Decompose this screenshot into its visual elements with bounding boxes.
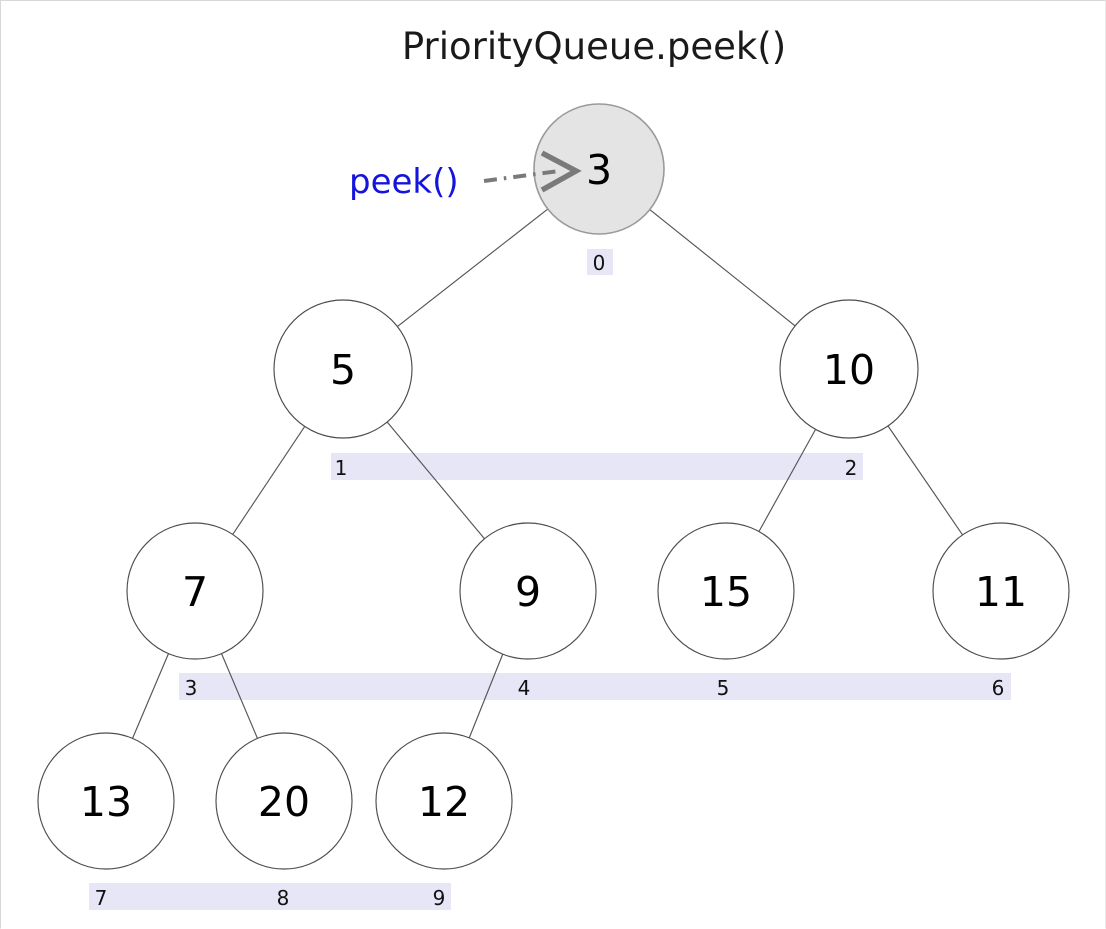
index-label: 4 — [518, 676, 531, 700]
tree-edge — [468, 653, 504, 739]
tree-edge — [232, 426, 306, 535]
tree-edge — [887, 425, 964, 536]
index-band-group — [89, 249, 1011, 910]
tree-node[interactable]: 12 — [375, 732, 513, 870]
tree-node[interactable]: 5 — [273, 299, 413, 439]
node-circle[interactable] — [779, 299, 919, 439]
tree-node[interactable]: 10 — [779, 299, 919, 439]
tree-edge — [649, 209, 796, 327]
index-label: 7 — [95, 886, 108, 910]
tree-node[interactable]: 20 — [215, 732, 353, 870]
node-circle[interactable] — [459, 522, 597, 660]
tree-edge — [386, 421, 485, 540]
node-circle[interactable] — [215, 732, 353, 870]
tree-node[interactable]: 7 — [126, 522, 264, 660]
index-band — [179, 673, 1011, 700]
node-value-label: 9 — [515, 568, 541, 616]
node-circle[interactable] — [375, 732, 513, 870]
node-circle[interactable] — [932, 522, 1070, 660]
index-band — [587, 249, 613, 275]
peek-callout[interactable]: peek() — [349, 150, 582, 202]
node-value-label: 7 — [182, 568, 208, 616]
page-title: PriorityQueue.peek() — [402, 25, 786, 68]
node-value-label: 10 — [823, 346, 875, 394]
tree-edge — [758, 429, 817, 532]
tree-node[interactable]: 9 — [459, 522, 597, 660]
peek-callout-label: peek() — [349, 162, 459, 202]
node-value-label: 13 — [80, 778, 132, 826]
index-label: 6 — [992, 676, 1005, 700]
index-label: 2 — [845, 456, 858, 480]
node-value-label: 15 — [700, 568, 752, 616]
node-circle[interactable] — [37, 732, 175, 870]
index-label: 9 — [433, 886, 446, 910]
index-label: 0 — [593, 251, 606, 275]
index-label: 1 — [335, 456, 348, 480]
tree-edge — [132, 653, 169, 739]
index-label: 3 — [185, 676, 198, 700]
node-value-label: 5 — [330, 346, 356, 394]
tree-node[interactable]: 11 — [932, 522, 1070, 660]
node-circle[interactable] — [273, 299, 413, 439]
node-value-label: 11 — [975, 568, 1027, 616]
dash-dot-arrow-icon — [483, 169, 560, 183]
node-circle[interactable] — [533, 103, 665, 235]
node-circle[interactable] — [657, 522, 795, 660]
node-value-label: 3 — [586, 146, 612, 194]
index-label: 8 — [277, 886, 290, 910]
index-band — [331, 453, 863, 480]
tree-node[interactable]: 15 — [657, 522, 795, 660]
tree-edge-group — [132, 208, 964, 739]
node-value-label: 12 — [418, 778, 470, 826]
node-value-label: 20 — [258, 778, 310, 826]
node-circle[interactable] — [126, 522, 264, 660]
tree-node[interactable]: 13 — [37, 732, 175, 870]
tree-node[interactable]: 3 — [533, 103, 665, 235]
arrowhead-icon — [540, 150, 582, 193]
index-band — [89, 883, 451, 910]
tree-edge — [221, 653, 258, 739]
tree-edge — [397, 208, 549, 327]
index-label: 5 — [717, 676, 730, 700]
